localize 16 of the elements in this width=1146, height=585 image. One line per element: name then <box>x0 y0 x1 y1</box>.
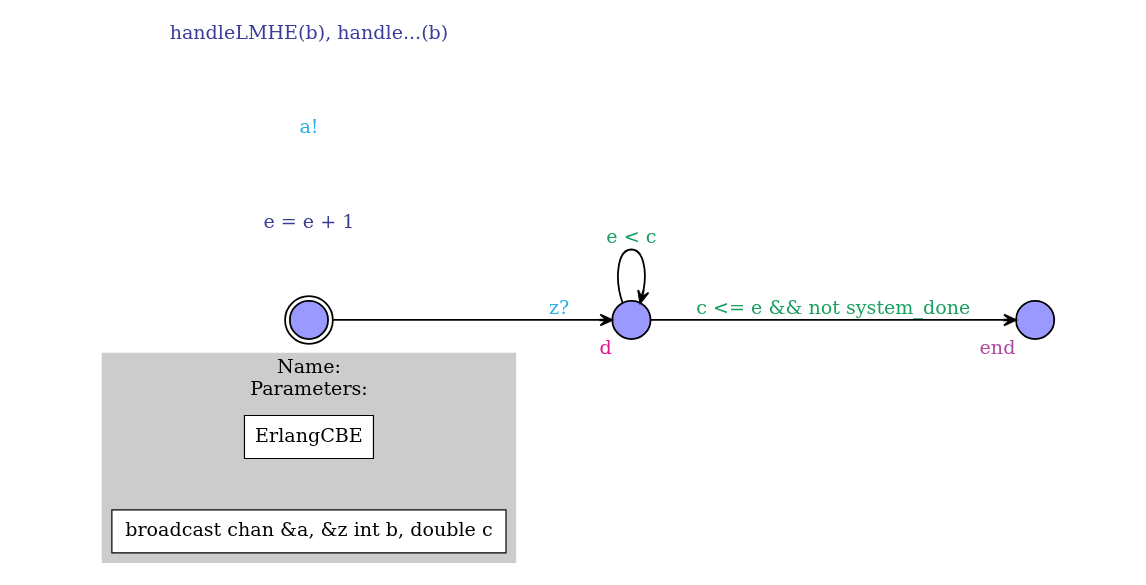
label: e = e + 1 <box>262 209 354 233</box>
arrow <box>649 313 1017 327</box>
arrow <box>616 248 649 304</box>
node-label: end <box>979 336 1015 360</box>
node-circle <box>1014 299 1055 340</box>
edge-label: c <= e && not system_done <box>695 295 970 319</box>
edge-label: z? <box>548 295 569 319</box>
edge-label: e < c <box>605 225 656 249</box>
node-circle <box>610 299 651 340</box>
node-box: broadcast chan &a, &z int b, double c <box>110 509 507 554</box>
node-box: ErlangCBE <box>243 414 374 460</box>
label: a! <box>298 115 318 139</box>
node-circle <box>283 295 334 345</box>
arrow <box>331 313 613 327</box>
label: handleLMHE(b), handle...(b) <box>169 21 448 45</box>
node-label: d <box>599 336 612 360</box>
